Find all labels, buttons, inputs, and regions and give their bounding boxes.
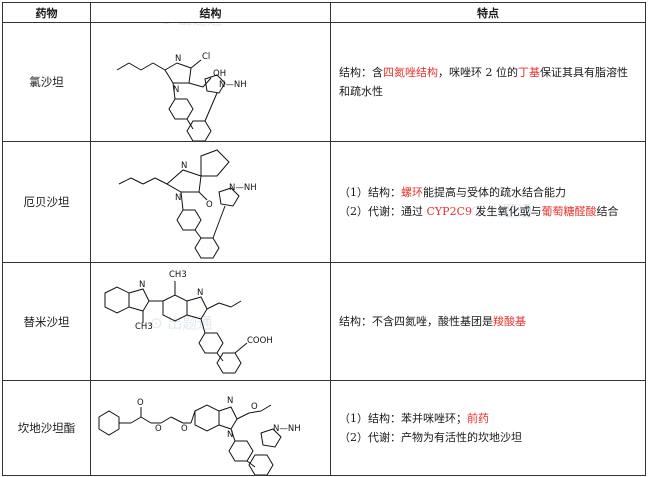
atom-label-n: N [175,193,181,203]
feature-text: 结构：不含四氮唑，酸性基团是 [339,315,493,328]
feature-highlight: 螺环 [401,186,423,199]
structure-cell: Cl OH N N N—NH [90,22,331,142]
feature-text: （1）结构： [339,186,401,199]
table-row: 氯沙坦 Cl OH N N [2,22,646,142]
feature-highlight: 前药 [467,412,489,425]
feature-line: （1）结构：苯并咪唑环；前药 [339,409,637,428]
atom-label-o: O [137,398,144,408]
atom-label-cooh: COOH [247,336,273,346]
feature-text: 能提高与受体的疏水结合能力 [423,186,566,199]
feature-highlight: 四氮唑结构 [383,66,438,79]
feature-text: 发生氧化或与 [472,205,542,218]
feature-highlight: 羧酸基 [493,315,526,328]
atom-label-ch3: CH3 [135,322,153,332]
table-header-row: 药物 结构 特点 [2,2,646,23]
feature-highlight: 丁基 [518,66,540,79]
atom-label-o: O [181,424,188,434]
telmisartan-structure-image: CH3 CH3 COOH N N [104,270,273,374]
table-row: 坎地沙坦酯 O [2,380,646,476]
features-cell: （1）结构：螺环能提高与受体的疏水结合能力 （2）代谢：通过 CYP2C9 发生… [330,141,646,263]
feature-highlight: 葡萄糖醛酸 [541,205,597,218]
atom-label-n: N [175,54,181,64]
feature-text: ，咪唑环 2 位的 [438,66,518,79]
drug-name: 厄贝沙坦 [2,141,91,263]
atom-label-n: N [197,288,203,298]
feature-highlight: CYP2C9 [426,205,473,218]
atom-label-n: N [173,85,179,95]
feature-text: （1）结构：苯并咪唑环； [339,412,467,425]
atom-label-n-nh: N—NH [229,183,257,193]
atom-label-n: N [139,280,145,290]
features-cell: 结构：不含四氮唑，酸性基团是羧酸基 [330,262,646,381]
atom-label-cl: Cl [202,52,210,62]
header-structure: 结构 [90,2,331,23]
feature-text: 结构：含 [339,66,383,79]
candesartan-cilexetil-structure-image: O O O O N N N—NH [98,396,301,475]
feature-line: 结构：含四氮唑结构，咪唑环 2 位的丁基保证其具有脂溶性和疏水性 [339,63,637,101]
drug-name: 替米沙坦 [2,262,91,381]
features-cell: 结构：含四氮唑结构，咪唑环 2 位的丁基保证其具有脂溶性和疏水性 [330,22,646,142]
feature-text: （2）代谢：通过 [339,205,427,218]
feature-line: （1）结构：螺环能提高与受体的疏水结合能力 [339,183,637,202]
header-drug: 药物 [2,2,91,23]
atom-label-o: O [251,402,258,412]
structure-cell: N N O N—NH [90,141,331,263]
atom-label-n: N [181,161,187,171]
header-features: 特点 [330,2,646,23]
drug-name: 氯沙坦 [2,22,91,142]
atom-label-n: N [227,430,233,440]
atom-label-n-nh: N—NH [273,424,301,434]
feature-line: （2）代谢：产物为有活性的坎地沙坦 [339,428,637,447]
table-row: 厄贝沙坦 N N O N—NH [2,141,646,263]
feature-line: 结构：不含四氮唑，酸性基团是羧酸基 [339,312,637,331]
features-cell: （1）结构：苯并咪唑环；前药 （2）代谢：产物为有活性的坎地沙坦 [330,380,646,476]
drug-name: 坎地沙坦酯 [2,380,91,476]
atom-label-n: N [227,396,233,406]
atom-label-n-nh: N—NH [219,80,247,90]
atom-label-o: O [155,424,162,434]
structure-cell: CH3 CH3 COOH N N [90,262,331,381]
feature-text: 结合 [596,205,619,218]
feature-text: （2）代谢：产物为有活性的坎地沙坦 [339,431,522,444]
irbesartan-structure-image: N N O N—NH [118,149,257,259]
atom-label-oh: OH [213,69,226,79]
feature-text: 保证其具有脂溶性和疏水性 [339,66,628,98]
structure-cell: O O O O N N N—NH [90,380,331,476]
atom-label-o: O [206,200,213,210]
feature-line: （2）代谢：通过 CYP2C9 发生氧化或与葡萄糖醛酸结合 [339,202,637,221]
losartan-structure-image: Cl OH N N N—NH [116,52,247,141]
atom-label-ch3: CH3 [169,270,187,280]
table-row: 替米沙坦 CH3 CH3 [2,262,646,381]
